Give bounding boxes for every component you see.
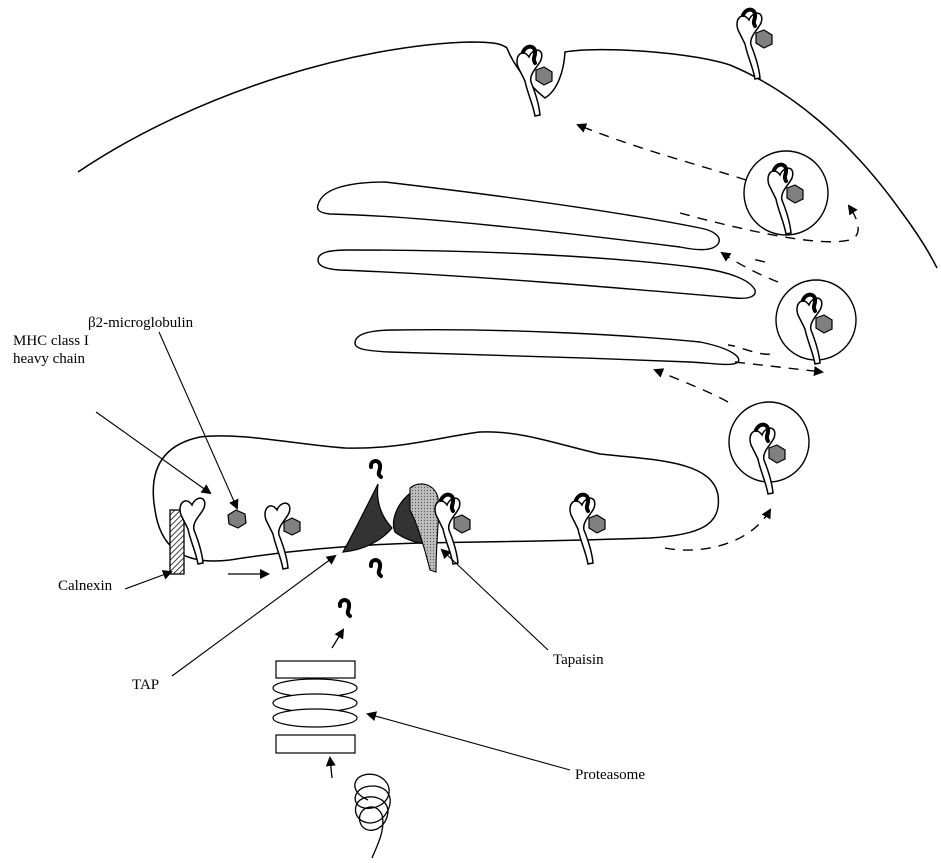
golgi-cisterna-3 [355, 330, 739, 365]
surface-mhc-2 [737, 10, 772, 79]
calnexin-label: Calnexin [58, 577, 112, 595]
proteasome-label: Proteasome [575, 766, 645, 784]
mhc-label-line-2: heavy chain [13, 350, 89, 368]
tap-label: TAP [132, 676, 159, 694]
proteasome-shape [273, 661, 357, 753]
surface-mhc-1 [517, 47, 552, 116]
mhc-class-i-heavy-chain-label: MHC class I heavy chain [13, 332, 89, 368]
b2-microglobulin-label: β2-microglobulin [88, 314, 193, 332]
tapasin-label: Tapaisin [553, 651, 604, 669]
golgi-cisterna-2 [318, 250, 755, 298]
plasma-membrane [78, 42, 937, 268]
mhc-label-line-1: MHC class I [13, 332, 89, 350]
golgi-cisterna-1 [318, 182, 720, 250]
calnexin-shape [170, 510, 184, 574]
unfolded-protein [355, 774, 390, 858]
free-b2m [228, 510, 246, 528]
